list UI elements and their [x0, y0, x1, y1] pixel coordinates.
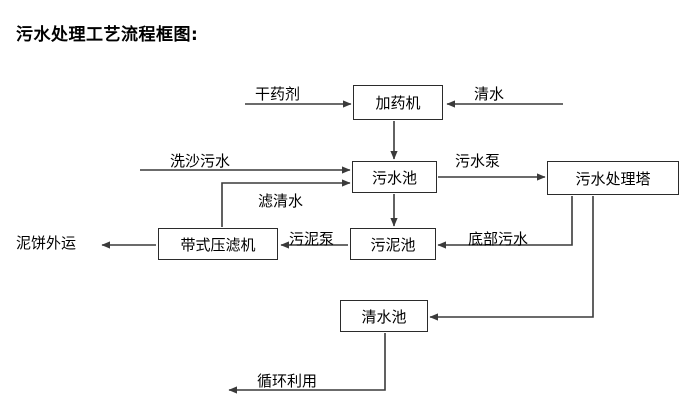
- node-label: 污水处理塔: [575, 169, 651, 188]
- flow-label-sludge_pump: 污泥泵: [289, 230, 335, 248]
- node-dosing_machine[interactable]: 加药机: [353, 85, 443, 120]
- node-sewage_pool[interactable]: 污水池: [352, 161, 437, 193]
- page-title: 污水处理工艺流程框图:: [16, 25, 199, 45]
- node-label: 清水池: [361, 307, 407, 326]
- node-clear_pool[interactable]: 清水池: [340, 300, 428, 332]
- flow-label-recycle_use: 循环利用: [257, 372, 318, 390]
- flow-label-bottom_sewage: 底部污水: [468, 230, 529, 248]
- node-label: 污泥池: [370, 235, 416, 254]
- edge-tower-to-clear-pool: [429, 196, 594, 321]
- node-label: 加药机: [375, 94, 421, 112]
- node-label: 带式压滤机: [180, 235, 256, 254]
- flow-label-clean_water_in: 清水: [474, 85, 505, 103]
- node-treatment_tower[interactable]: 污水处理塔: [547, 161, 679, 195]
- flow-label-dry_reagent: 干药剂: [255, 85, 301, 103]
- node-belt_press[interactable]: 带式压滤机: [158, 228, 278, 260]
- node-sludge_pool[interactable]: 污泥池: [350, 228, 436, 260]
- flow-label-sewage_pump: 污水泵: [455, 152, 501, 170]
- flow-label-mud_cake_out: 泥饼外运: [16, 234, 77, 252]
- flow-label-sand_wash_water: 洗沙污水: [170, 152, 231, 170]
- node-label: 污水池: [371, 168, 417, 187]
- flow-label-filtered_water: 滤清水: [258, 192, 304, 210]
